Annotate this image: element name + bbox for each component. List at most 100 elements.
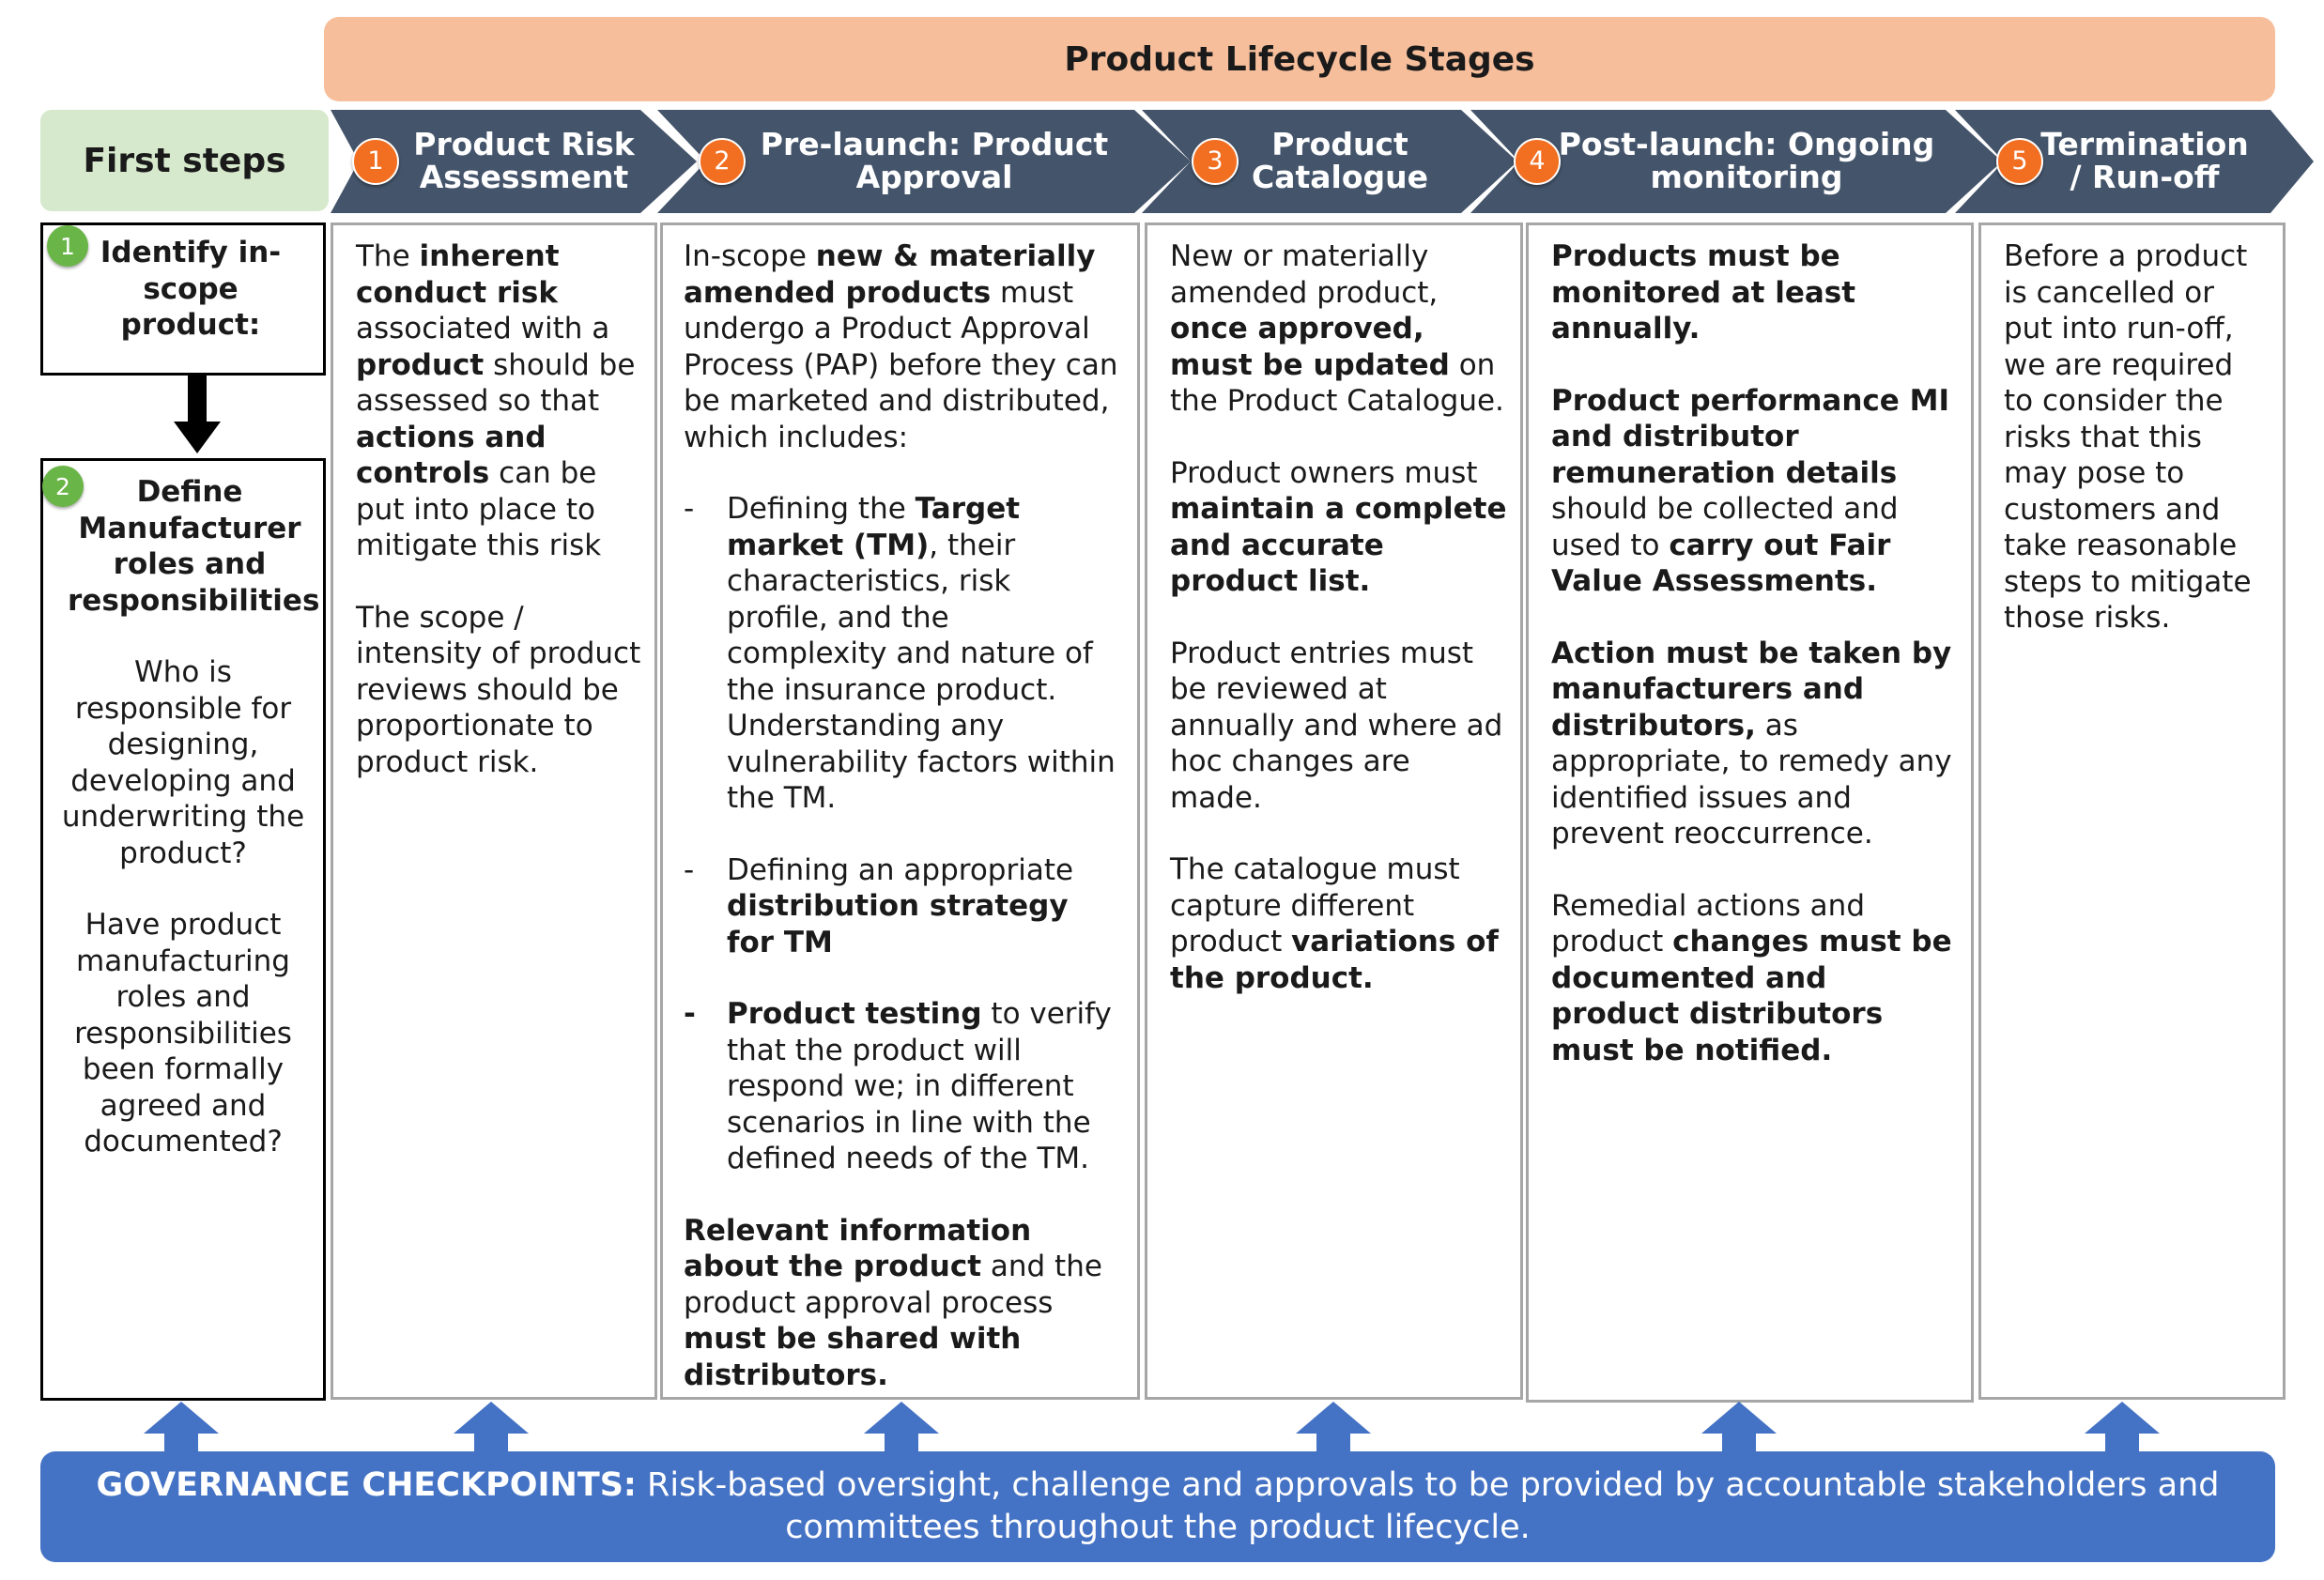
text-run: Before a product is cancelled or put int…: [2004, 239, 2252, 635]
up-arrow-icon: [144, 1402, 219, 1454]
approval-intro: In-scope new & materially amended produc…: [684, 238, 1118, 455]
up-arrow-icon: [454, 1402, 529, 1454]
monitoring-paragraph: Products must be monitored at least annu…: [1551, 238, 1958, 347]
up-arrow-icon: [1701, 1402, 1777, 1454]
governance-description: Risk-based oversight, challenge and appr…: [636, 1466, 2220, 1546]
up-arrow-icon: [2085, 1402, 2160, 1454]
stage-label: Post-launch: Ongoing monitoring: [1504, 129, 1969, 193]
stage-number-badge: 4: [1514, 138, 1561, 185]
chevron-shape: [1955, 110, 2314, 213]
stage-chevron-approval: 2 Pre-launch: Product Approval: [657, 110, 1191, 213]
catalogue-paragraph: Product entries must be reviewed at annu…: [1170, 636, 1511, 817]
text-run: Defining an appropriate: [727, 852, 1074, 887]
text-run: , their characteristics, risk profile, a…: [727, 528, 1116, 816]
stage-label: Pre-launch: Product Approval: [706, 129, 1142, 193]
approval-list-text: Product testing to verify that the produ…: [727, 996, 1118, 1177]
text-run: should be assessed so that: [356, 347, 636, 419]
bold-text-run: maintain a complete and accurate product…: [1170, 492, 1507, 598]
bold-text-run: product: [356, 347, 485, 382]
text-run: and the product approval process: [684, 1250, 1102, 1320]
text-run: can be put into place to mitigate this r…: [356, 456, 602, 562]
stage-label-line: Product Risk: [413, 126, 635, 163]
catalogue-paragraph: The catalogue must capture different pro…: [1170, 851, 1511, 996]
text-run: must undergo a Product Approval Process …: [684, 275, 1118, 454]
stage-chevron-monitoring: 4 Post-launch: Ongoing monitoring: [1470, 110, 2002, 213]
bold-text-run: changes must be documented and product d…: [1551, 925, 1952, 1067]
stage-chevron-risk-assessment: 1 Product Risk Assessment: [331, 110, 697, 213]
monitoring-paragraph: Action must be taken by manufacturers an…: [1551, 636, 1958, 852]
risk-assessment-paragraph: The scope / intensity of product reviews…: [356, 600, 641, 781]
termination-paragraph: Before a product is cancelled or put int…: [2004, 238, 2271, 637]
stage-number-badge: 5: [1996, 138, 2043, 185]
list-dash: -: [684, 997, 696, 1031]
define-roles-box: Define Manufacturer roles and responsibi…: [40, 458, 326, 1401]
text-run: The scope / intensity of product reviews…: [356, 600, 641, 779]
text-run: on the Product Catalogue.: [1170, 347, 1504, 419]
risk-assessment-paragraph: The inherent conduct risk associated wit…: [356, 238, 641, 564]
approval-list-item: - Product testing to verify that the pro…: [684, 996, 1118, 1177]
text-run: should be collected and used to: [1551, 492, 1899, 562]
termination-box: Before a product is cancelled or put int…: [1978, 222, 2286, 1400]
bold-text-run: Relevant information about the product: [684, 1213, 1032, 1284]
approval-list-text: Defining an appropriate distribution str…: [727, 852, 1118, 961]
text-run: New or materially amended product,: [1170, 239, 1439, 310]
stage-label-line: Post-launch: Ongoing: [1558, 126, 1935, 163]
text-run: Defining the: [727, 492, 916, 526]
bold-text-run: Target market (TM): [727, 492, 1021, 562]
bold-text-run: Products must be monitored at least annu…: [1551, 239, 1856, 345]
monitoring-box: Products must be monitored at least annu…: [1526, 222, 1974, 1403]
catalogue-paragraph: Product owners must maintain a complete …: [1170, 455, 1511, 600]
bold-text-run: once approved, must be updated: [1170, 312, 1450, 382]
chevron-shape: [657, 110, 1191, 213]
up-arrow-icon: [1296, 1402, 1371, 1454]
catalogue-box: New or materially amended product, once …: [1145, 222, 1523, 1400]
text-run: The catalogue must capture different pro…: [1170, 852, 1460, 959]
identify-scope-title: Identify in-scope product:: [100, 236, 282, 342]
chevron-shape: [1470, 110, 2002, 213]
text-run: to verify that the product will respond …: [727, 997, 1112, 1175]
text-run: Remedial actions and product: [1551, 888, 1865, 959]
text-run: The: [356, 239, 420, 273]
text-run: Product entries must be reviewed at annu…: [1170, 636, 1503, 815]
bold-text-run: variations of the product.: [1170, 925, 1499, 995]
bold-text-run: carry out Fair Value Assessments.: [1551, 528, 1891, 599]
stage-chevron-catalogue: 3 Product Catalogue: [1142, 110, 1517, 213]
stage-number-badge: 3: [1192, 138, 1239, 185]
stage-label-line: Product: [1271, 126, 1408, 163]
lifecycle-stages-title: Product Lifecycle Stages: [1064, 39, 1535, 79]
stage-label-line: Pre-launch: Product: [760, 126, 1109, 163]
approval-list-item: - Defining an appropriate distribution s…: [684, 852, 1118, 961]
stage-label-line: monitoring: [1650, 159, 1843, 195]
chevron-shape: [331, 110, 697, 213]
bold-text-run: distribution strategy for TM: [727, 889, 1069, 959]
stage-label-line: / Run-off: [2070, 159, 2220, 195]
monitoring-paragraph: Product performance MI and distributor r…: [1551, 383, 1958, 600]
approval-box: In-scope new & materially amended produc…: [660, 222, 1140, 1400]
bold-text-run: Product performance MI and distributor r…: [1551, 383, 1949, 490]
text-run: associated with a: [356, 312, 610, 345]
stage-label-line: Assessment: [419, 159, 629, 195]
bold-text-run: inherent conduct risk: [356, 239, 560, 310]
lifecycle-stages-header: Product Lifecycle Stages: [324, 17, 2275, 101]
first-step-badge: 1: [47, 225, 88, 267]
bold-text-run: Product testing: [727, 997, 982, 1031]
governance-checkpoints-bar: GOVERNANCE CHECKPOINTS: Risk-based overs…: [40, 1451, 2275, 1562]
stage-label-line: Approval: [855, 159, 1013, 195]
stage-chevron-termination: 5 Termination / Run-off: [1955, 110, 2314, 213]
bold-text-run: actions and controls: [356, 420, 546, 491]
stage-label-line: Catalogue: [1251, 159, 1428, 195]
stage-number-badge: 1: [352, 138, 399, 185]
bold-text-run: must be shared with distributors.: [684, 1322, 1022, 1392]
approval-closing: Relevant information about the product a…: [684, 1213, 1118, 1394]
approval-list-item: - Defining the Target market (TM), their…: [684, 491, 1118, 817]
text-run: as appropriate, to remedy any identified…: [1551, 708, 1952, 851]
first-step-badge: 2: [42, 466, 84, 507]
list-dash: -: [684, 492, 695, 526]
stage-label-line: Termination: [2040, 126, 2249, 163]
risk-assessment-box: The inherent conduct risk associated wit…: [331, 222, 657, 1400]
define-roles-title: Define Manufacturer roles and responsibi…: [68, 475, 320, 618]
down-arrow-icon: [174, 373, 221, 453]
up-arrow-icon: [864, 1402, 939, 1454]
bold-text-run: Action must be taken by manufacturers an…: [1551, 636, 1952, 743]
identify-scope-box: Identify in-scope product:: [40, 222, 326, 376]
